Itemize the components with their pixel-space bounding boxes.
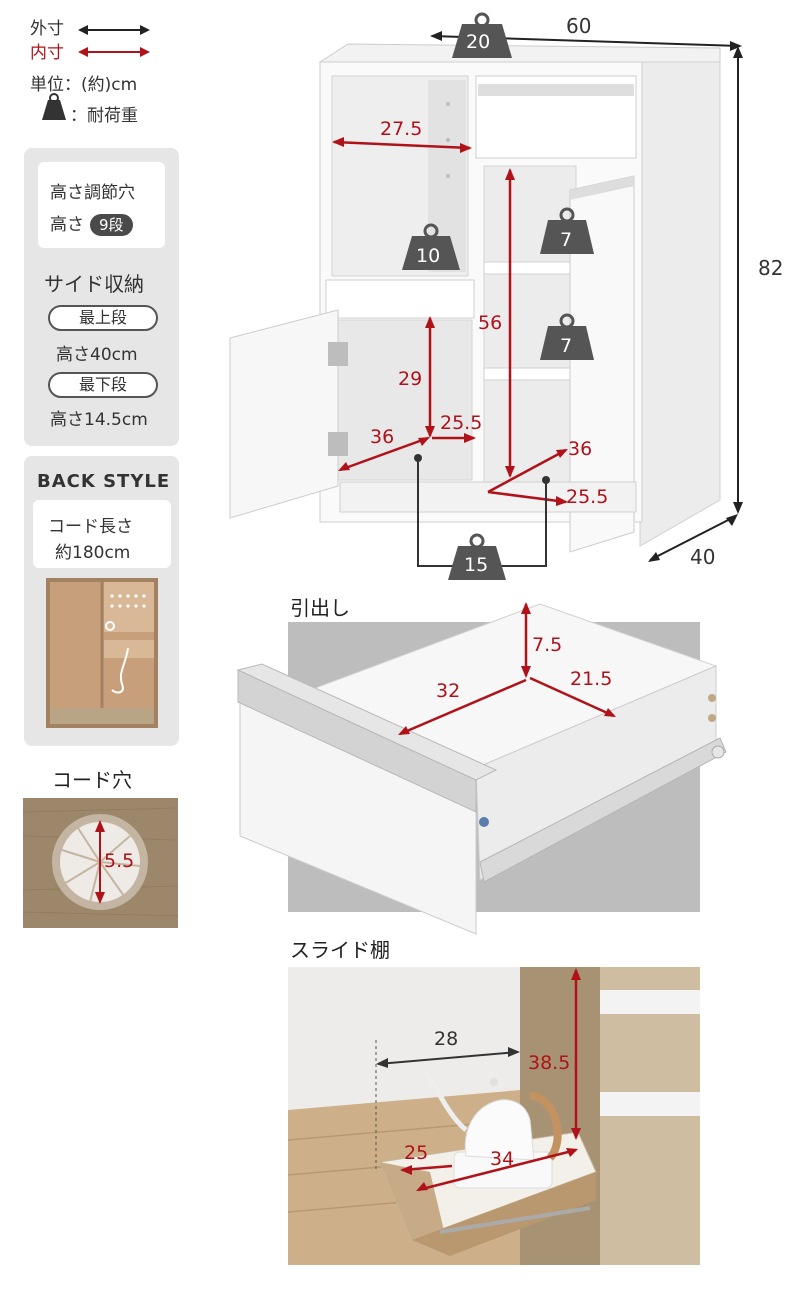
load-label: ：耐荷重 (70, 106, 138, 126)
cord-hole-title: コード穴 (52, 768, 132, 792)
cabinet-height: 82 (758, 256, 784, 280)
left-shelf-load-icon (402, 223, 460, 270)
cord-hole-dim: 5.5 (104, 850, 135, 872)
right-upper-load-value: 7 (560, 229, 573, 251)
cabinet-depth: 40 (690, 545, 716, 569)
unit-label: 単位：(約)cm (30, 75, 138, 95)
right-inner-height: 56 (478, 312, 503, 334)
drawer-depth: 32 (436, 680, 461, 702)
right-upper-load-icon (540, 207, 594, 254)
back-style-title: BACK STYLE (37, 471, 171, 492)
inner-size-label: 内寸 (30, 43, 64, 63)
bottom-load-value: 15 (464, 554, 489, 576)
top-load-icon (452, 12, 512, 58)
bottom-shelf-height: 高さ14.5cm (50, 410, 148, 430)
cabinet-width: 60 (566, 14, 592, 38)
slide-shelf-inner-width: 34 (490, 1148, 515, 1170)
outer-size-label: 外寸 (30, 19, 64, 39)
height-label: 高さ (50, 215, 84, 235)
left-lower-height: 29 (398, 368, 423, 390)
slide-shelf-inner-depth: 25 (404, 1142, 429, 1164)
cord-length-line2: 約180cm (55, 543, 131, 563)
top-shelf-pill: 最上段 (48, 305, 158, 331)
slide-shelf-depth: 28 (434, 1028, 459, 1050)
right-inner-depth: 36 (568, 438, 593, 460)
cord-length-card (33, 500, 171, 568)
side-storage-title: サイド収納 (44, 272, 144, 296)
right-lower-load-value: 7 (560, 335, 573, 357)
bottom-load-icon (448, 533, 506, 580)
left-lower-depth: 36 (370, 426, 395, 448)
cord-length-line1: コード長さ (48, 517, 133, 537)
drawer-height: 7.5 (532, 634, 563, 656)
left-shelf-load-value: 10 (416, 245, 441, 267)
bottom-shelf-pill: 最下段 (48, 372, 158, 398)
height-adjust-levels-row: 高さ 9段 (50, 210, 133, 236)
left-inner-width: 27.5 (380, 118, 423, 140)
left-lower-width: 25.5 (440, 412, 483, 434)
right-inner-width: 25.5 (566, 486, 609, 508)
levels-badge: 9段 (90, 214, 133, 236)
right-lower-load-icon (540, 313, 594, 360)
top-shelf-height: 高さ40cm (56, 345, 138, 365)
slide-shelf-height: 38.5 (528, 1052, 571, 1074)
drawer-width: 21.5 (570, 668, 613, 690)
height-adjust-title: 高さ調節穴 (50, 183, 135, 203)
slide-shelf-title: スライド棚 (290, 938, 390, 962)
top-load-value: 20 (466, 31, 491, 53)
drawer-title: 引出し (290, 596, 350, 620)
